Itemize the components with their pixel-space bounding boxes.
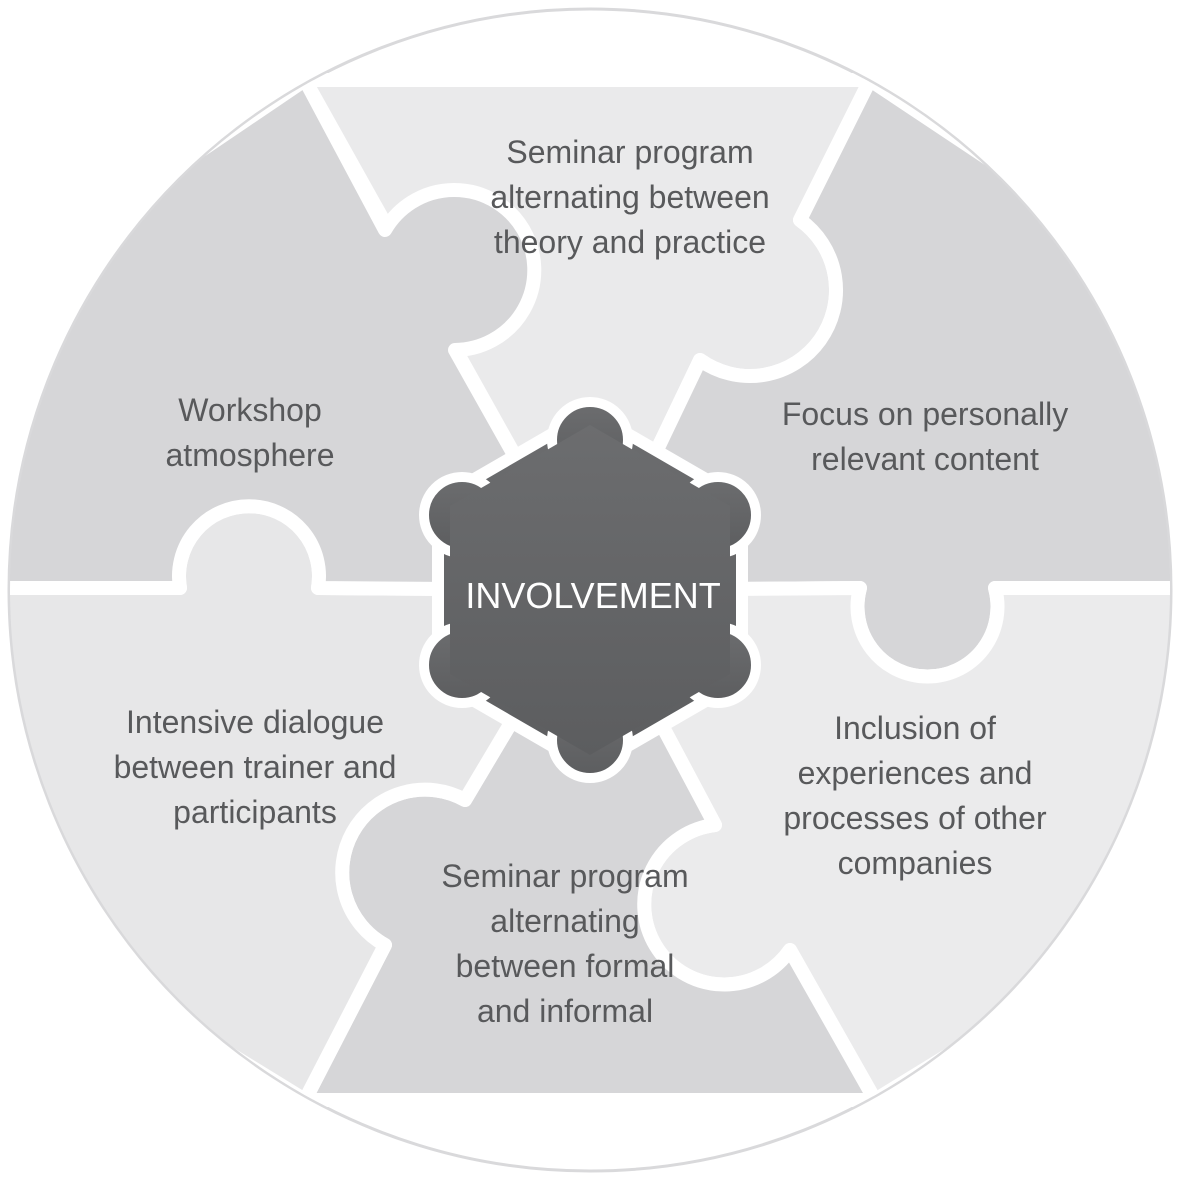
center-hub (419, 397, 761, 783)
label-lower-right: Inclusion of experiences and processes o… (783, 710, 1047, 881)
label-upper-right: Focus on personally relevant content (781, 396, 1069, 477)
label-upper-left: Workshop atmosphere (165, 392, 335, 473)
label-top: Seminar program alternating between theo… (490, 134, 770, 260)
label-bottom: Seminar program alternating between form… (441, 858, 689, 1029)
label-lower-left: Intensive dialogue between trainer and p… (113, 704, 397, 830)
center-label: INVOLVEMENT (465, 575, 721, 616)
outer-ring (7, 7, 1173, 1173)
center-hexagon-core (450, 425, 730, 755)
